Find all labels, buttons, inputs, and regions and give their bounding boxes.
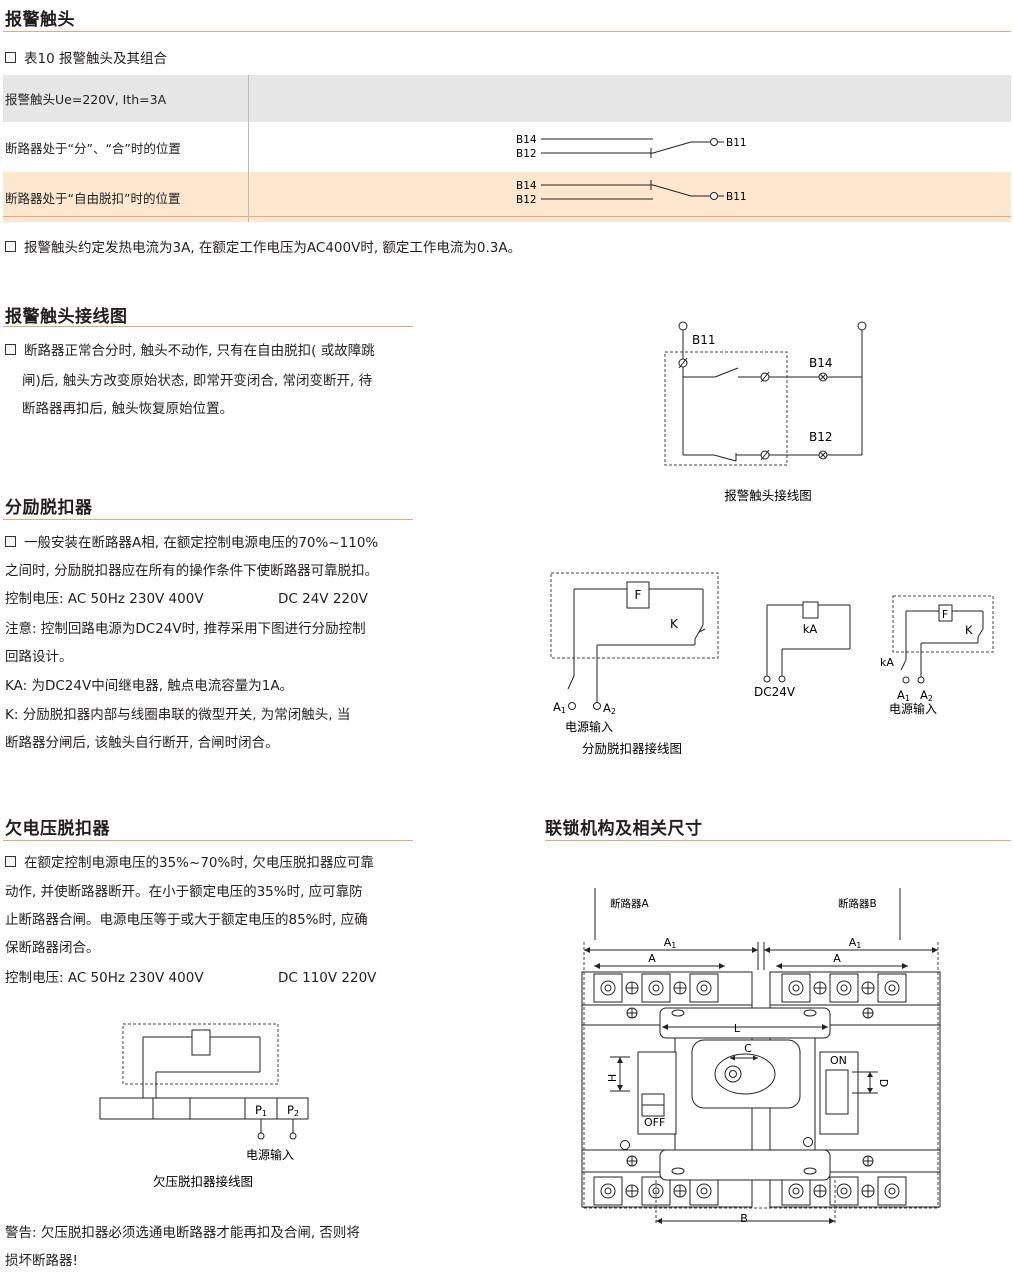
label-off: OFF — [644, 1116, 665, 1129]
section-rule — [545, 840, 1011, 841]
label-b12: B12 — [516, 194, 537, 206]
section-title-alarm-contact: 报警触头 — [5, 10, 75, 30]
label-ka-coil: kA — [803, 622, 818, 636]
section-title-shunt-release: 分励脱扣器 — [5, 498, 93, 518]
alarm-wiring-diagram: B11 B14 B12 报警触头接线图 — [664, 321, 867, 503]
section-rule — [3, 326, 413, 327]
interlock-dimension-drawing: 断路器A 断路器B A1 A1 A A — [581, 888, 941, 1225]
label-p2: P2 — [287, 1103, 299, 1118]
shunt-release-wiring-diagram: F K A1 A2 电源输入 分励脱扣器接线图 kA DC24V F K kA … — [550, 572, 994, 756]
table-header-cell: 报警触头Ue=220V, Ith=3A — [3, 75, 249, 122]
section-title-interlock: 联锁机构及相关尺寸 — [545, 819, 703, 839]
contact-symbol-free-trip: B14 B12 B11 — [516, 180, 747, 206]
paragraph-line: 闸)后, 触头方改变原始状态, 即常开变闭合, 常闭变断开, 待 — [22, 373, 373, 389]
contact-symbol-open-closed: B14 B12 B11 — [516, 134, 747, 160]
diagram-caption: 欠压脱扣器接线图 — [153, 1174, 253, 1189]
section-rule — [3, 519, 413, 520]
dim-c: C — [744, 1042, 752, 1055]
dim-l: L — [734, 1022, 741, 1035]
paragraph-line: 在额定控制电源电压的35%~70%时, 欠电压脱扣器应可靠 — [5, 849, 374, 877]
label-b11: B11 — [692, 333, 716, 347]
table-row: 断路器处于“分”、“合”时的位置 B14 B12 B11 — [3, 122, 1011, 172]
paragraph-line: 之间时, 分励脱扣器应在所有的操作条件下使断路器可靠脱扣。 — [5, 563, 379, 579]
label-b12: B12 — [809, 430, 833, 444]
paragraph-line: 保断路器闭合。 — [5, 940, 100, 956]
label-f: F — [942, 608, 948, 621]
paragraph-line: 断路器分闸后, 该触头自行断开, 合闸时闭合。 — [5, 735, 279, 751]
paragraph-line: K: 分励脱扣器内部与线圈串联的微型开关, 为常闭触头, 当 — [5, 707, 351, 723]
control-voltage-dc: DC 110V 220V — [278, 970, 377, 986]
table-row: 断路器处于“自由脱扣”时的位置 B14 B12 B11 — [3, 172, 1011, 222]
checkbox-square-icon — [5, 344, 16, 355]
label-a1: A1 — [553, 700, 566, 715]
paragraph-line: 断路器正常合分时, 触头不动作, 只有在自由脱扣( 或故障跳 — [5, 337, 375, 365]
table-header-cell — [248, 75, 1011, 122]
dim-a1: A1 — [849, 936, 862, 950]
table-row-label: 断路器处于“分”、“合”时的位置 — [3, 122, 249, 172]
dim-a1: A1 — [664, 936, 677, 950]
label-a2: A2 — [603, 701, 616, 716]
checkbox-square-icon — [5, 241, 16, 252]
alarm-contact-note: 报警触头约定发热电流为3A, 在额定工作电压为AC400V时, 额定工作电流为0… — [5, 234, 521, 262]
label-on: ON — [830, 1054, 847, 1067]
label-power-input: 电源输入 — [565, 719, 613, 734]
contact-symbol-cell: B14 B12 B11 — [248, 172, 1011, 222]
table-bottom-rule — [3, 216, 1011, 217]
label-p1: P1 — [255, 1103, 267, 1118]
paragraph-line: 断路器再扣后, 触头恢复原始位置。 — [22, 401, 234, 417]
label-power-input: 电源输入 — [246, 1147, 294, 1162]
table-row: 报警触头Ue=220V, Ith=3A — [3, 75, 1011, 122]
dim-a: A — [648, 952, 656, 965]
label-f: F — [635, 588, 642, 602]
dim-d: D — [877, 1079, 890, 1087]
paragraph-line: 止断路器合闸。电源电压等于或大于额定电压的85%时, 应确 — [5, 912, 368, 928]
section-rule — [3, 31, 1011, 32]
label-k: K — [670, 617, 679, 631]
diagram-caption: 报警触头接线图 — [724, 488, 812, 503]
paragraph-line: 注意: 控制回路电源为DC24V时, 推荐采用下图进行分励控制 — [5, 621, 366, 637]
diagram-caption: 分励脱扣器接线图 — [582, 741, 682, 756]
control-voltage-dc: DC 24V 220V — [278, 591, 368, 607]
control-voltage-ac: 控制电压: AC 50Hz 230V 400V — [5, 970, 204, 986]
label-ka-contact: kA — [880, 656, 894, 669]
label-power-input: 电源输入 — [889, 701, 937, 716]
control-voltage-ac: 控制电压: AC 50Hz 230V 400V — [5, 591, 204, 607]
label-b14: B14 — [516, 134, 537, 146]
paragraph-line: 回路设计。 — [5, 649, 73, 665]
section-title-alarm-wiring: 报警触头接线图 — [5, 307, 128, 327]
label-k: K — [965, 623, 973, 637]
table-caption: 表10 报警触头及其组合 — [5, 45, 167, 73]
table-row-label: 断路器处于“自由脱扣”时的位置 — [3, 172, 249, 222]
label-b11: B11 — [726, 137, 747, 149]
label-b14: B14 — [516, 180, 537, 192]
dim-a: A — [833, 952, 841, 965]
label-b12: B12 — [516, 148, 537, 160]
checkbox-square-icon — [5, 856, 16, 867]
label-a2: A2 — [920, 688, 933, 703]
warning-line: 警告: 欠压脱扣器必须选通电断路器才能再扣及合闸, 否则将 — [5, 1225, 360, 1241]
label-breaker-a: 断路器A — [610, 897, 649, 910]
paragraph-line: 动作, 并使断路器断开。在小于额定电压的35%时, 应可靠防 — [5, 884, 363, 900]
alarm-contact-table: 报警触头Ue=220V, Ith=3A 断路器处于“分”、“合”时的位置 B14… — [3, 75, 1011, 222]
section-title-undervoltage-release: 欠电压脱扣器 — [5, 819, 110, 839]
label-breaker-b: 断路器B — [838, 897, 877, 910]
section-rule — [3, 840, 413, 841]
contact-symbol-cell: B14 B12 B11 — [248, 122, 1011, 172]
label-b14: B14 — [809, 356, 833, 370]
undervoltage-wiring-diagram: P1 P2 电源输入 欠压脱扣器接线图 — [99, 1023, 309, 1189]
paragraph-line: 一般安装在断路器A相, 在额定控制电源电压的70%~110% — [5, 529, 378, 557]
dim-h: H — [606, 1074, 619, 1082]
dim-b: B — [740, 1212, 748, 1225]
warning-line: 损坏断路器! — [5, 1253, 78, 1269]
checkbox-square-icon — [5, 536, 16, 547]
checkbox-square-icon — [5, 52, 16, 63]
label-a1: A1 — [897, 688, 910, 703]
label-dc24v: DC24V — [754, 685, 796, 699]
paragraph-line: KA: 为DC24V中间继电器, 触点电流容量为1A。 — [5, 678, 294, 694]
label-b11: B11 — [726, 191, 747, 203]
